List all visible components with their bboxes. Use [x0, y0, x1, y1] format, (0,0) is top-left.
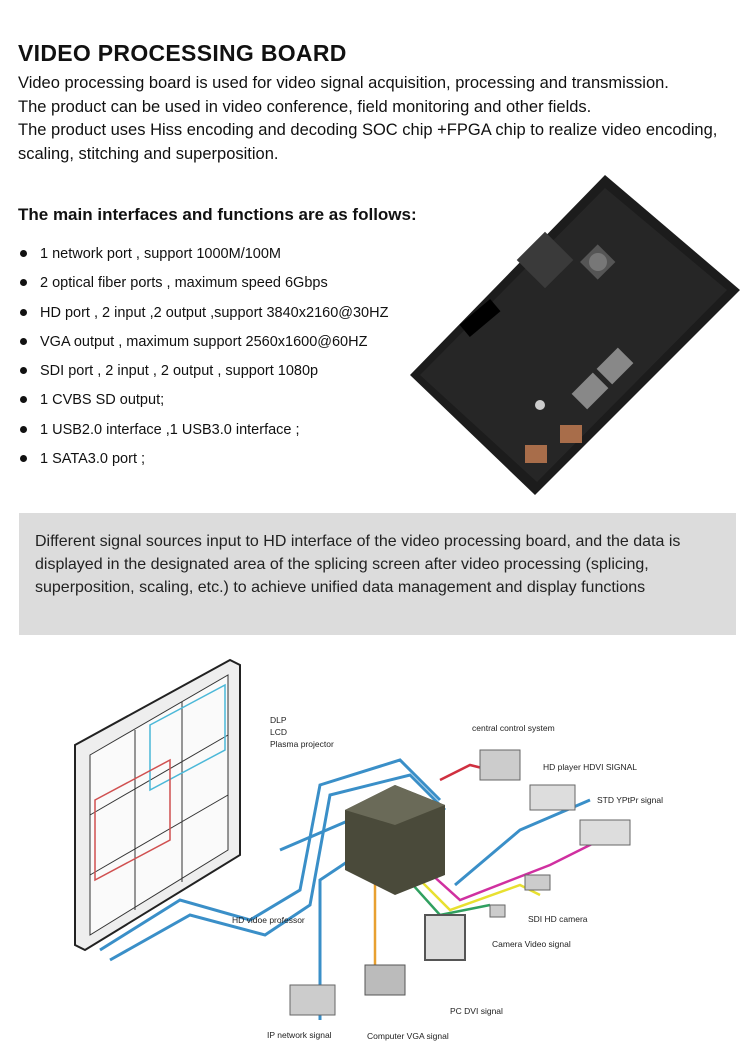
item-text: 1 network port , support 1000M/100M — [40, 246, 281, 262]
list-item: 1 USB2.0 interface ,1 USB3.0 interface ; — [18, 422, 388, 451]
label-ip: IP network signal — [267, 1030, 332, 1040]
label-sdi: SDI HD camera — [528, 914, 588, 924]
item-text: VGA output , maximum support 2560x1600@6… — [40, 333, 368, 350]
bullet-icon — [20, 425, 27, 433]
bullet-icon — [20, 308, 27, 316]
item-text: 1 CVBS SD output; — [40, 392, 165, 409]
item-text: 1 SATA3.0 port ; — [40, 451, 146, 468]
list-item: HD port , 2 input ,2 output ,support 384… — [18, 305, 388, 334]
bullet-icon — [20, 396, 27, 404]
list-item: SDI port , 2 input , 2 output , support … — [18, 363, 388, 392]
intro-line: The product uses Hiss encoding and decod… — [18, 121, 718, 163]
label-processor: HD vidoe professor — [232, 915, 305, 925]
interfaces-heading: The main interfaces and functions are as… — [18, 205, 417, 224]
item-text: HD port , 2 input ,2 output ,support 384… — [40, 304, 389, 321]
label-lcd: LCD — [270, 727, 288, 737]
item-text: 1 USB2.0 interface ,1 USB3.0 interface ; — [40, 421, 300, 438]
label-pc: PC DVI signal — [450, 1006, 503, 1016]
bullet-icon — [20, 337, 27, 345]
system-diagram: DLP LCD Plasma projector central control… — [0, 650, 750, 1064]
description-box: Different signal sources input to HD int… — [19, 513, 736, 635]
item-text: SDI port , 2 input , 2 output , support … — [40, 363, 319, 380]
intro-line: Video processing board is used for video… — [18, 74, 669, 92]
bullet-icon — [20, 250, 27, 257]
item-text: 2 optical fiber ports , maximum speed 6G… — [40, 275, 328, 292]
label-dlp: DLP — [270, 715, 287, 725]
list-item: 2 optical fiber ports , maximum speed 6G… — [18, 275, 388, 304]
list-item: 1 CVBS SD output; — [18, 392, 388, 421]
board-photo — [410, 175, 740, 495]
list-item: 1 SATA3.0 port ; — [18, 451, 388, 480]
interfaces-list: 1 network port , support 1000M/100M 2 op… — [18, 246, 388, 480]
label-central: central control system — [472, 723, 555, 733]
bullet-icon — [20, 279, 27, 287]
label-vga: Computer VGA signal — [367, 1031, 449, 1041]
bullet-icon — [20, 367, 27, 375]
diagram-graphic — [74, 658, 631, 1020]
label-std: STD YPtPr signal — [597, 795, 663, 805]
page-title: VIDEO PROCESSING BOARD — [18, 40, 347, 66]
bullet-icon — [20, 455, 27, 463]
intro-line: The product can be used in video confere… — [18, 97, 592, 116]
label-camera: Camera Video signal — [492, 939, 571, 949]
list-item: 1 network port , support 1000M/100M — [18, 246, 388, 275]
label-hd-player: HD player HDVI SIGNAL — [543, 762, 637, 772]
list-item: VGA output , maximum support 2560x1600@6… — [18, 334, 388, 363]
label-plasma: Plasma projector — [270, 739, 334, 749]
intro: Video processing board is used for video… — [18, 72, 738, 166]
display-types-label: DLP LCD Plasma projector — [270, 714, 334, 750]
